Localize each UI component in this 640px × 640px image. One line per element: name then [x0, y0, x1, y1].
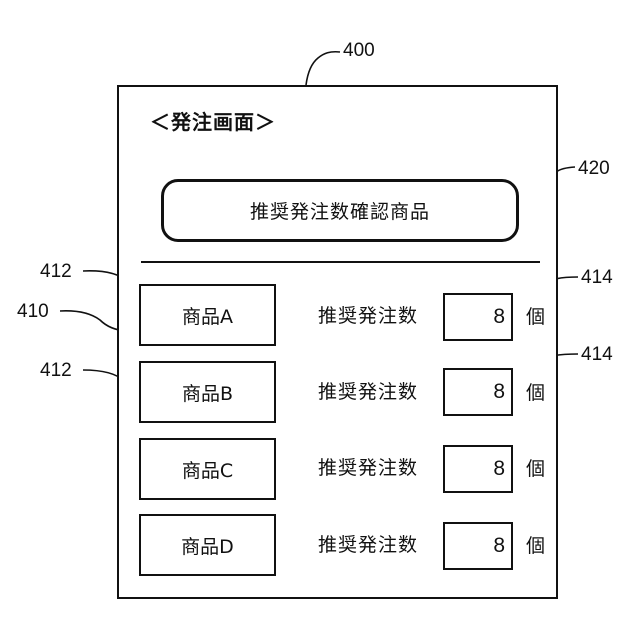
ref-number-414-second: 414	[581, 345, 613, 364]
ref-number-414-top: 414	[581, 268, 613, 287]
product-button-a[interactable]: 商品A	[139, 284, 276, 346]
ref-number-412-second: 412	[40, 361, 72, 380]
recommended-qty-label: 推奨発注数	[318, 459, 418, 478]
divider	[141, 261, 540, 263]
unit-label: 個	[526, 537, 545, 556]
ref-number-412-top: 412	[40, 262, 72, 281]
screen-title: ＜発注画面＞	[150, 112, 276, 132]
leader-400	[306, 52, 340, 85]
recommended-order-confirm-button[interactable]: 推奨発注数確認商品	[161, 179, 519, 242]
recommended-qty-label: 推奨発注数	[318, 536, 418, 555]
recommended-qty-field[interactable]: 8	[443, 445, 513, 493]
qty-value: 8	[493, 380, 505, 404]
unit-label: 個	[526, 308, 545, 327]
recommended-qty-field[interactable]: 8	[443, 293, 513, 341]
qty-value: 8	[493, 457, 505, 481]
product-button-d[interactable]: 商品D	[139, 514, 276, 576]
recommended-qty-field[interactable]: 8	[443, 522, 513, 570]
recommended-qty-label: 推奨発注数	[318, 307, 418, 326]
product-button-b[interactable]: 商品B	[139, 361, 276, 423]
product-button-c[interactable]: 商品C	[139, 438, 276, 500]
recommended-qty-label: 推奨発注数	[318, 383, 418, 402]
qty-value: 8	[493, 534, 505, 558]
ref-number-400: 400	[343, 41, 375, 60]
unit-label: 個	[526, 460, 545, 479]
recommended-qty-field[interactable]: 8	[443, 368, 513, 416]
ref-number-410: 410	[17, 302, 49, 321]
ref-number-420: 420	[578, 159, 610, 178]
unit-label: 個	[526, 384, 545, 403]
qty-value: 8	[493, 305, 505, 329]
